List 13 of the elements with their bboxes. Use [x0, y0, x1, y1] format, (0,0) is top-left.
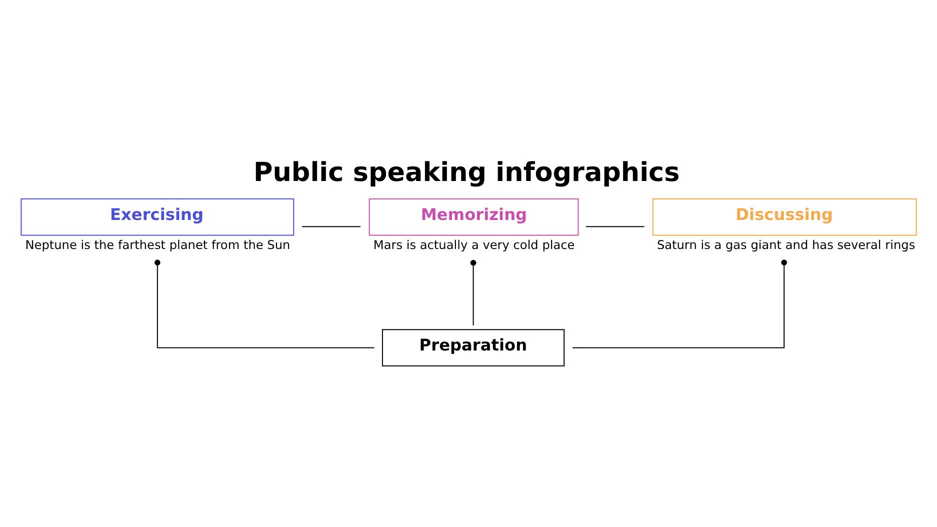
node-box: Exercising: [20, 198, 294, 236]
node-box: Memorizing: [368, 198, 579, 236]
node-label: Neptune is the farthest planet from the Sun: [25, 238, 290, 252]
node-label: Saturn is a gas giant and has several rings: [656, 238, 916, 252]
node-box: Discussing: [652, 198, 917, 236]
node-box: Preparation: [382, 329, 565, 366]
node-label: Mars is actually a very cold place: [373, 238, 575, 252]
connector: [470, 260, 476, 326]
connector: [302, 226, 361, 228]
connector: [154, 260, 374, 348]
connector: [586, 226, 644, 228]
connector: [572, 260, 788, 348]
diagram-title: Public speaking infographics: [254, 158, 680, 188]
